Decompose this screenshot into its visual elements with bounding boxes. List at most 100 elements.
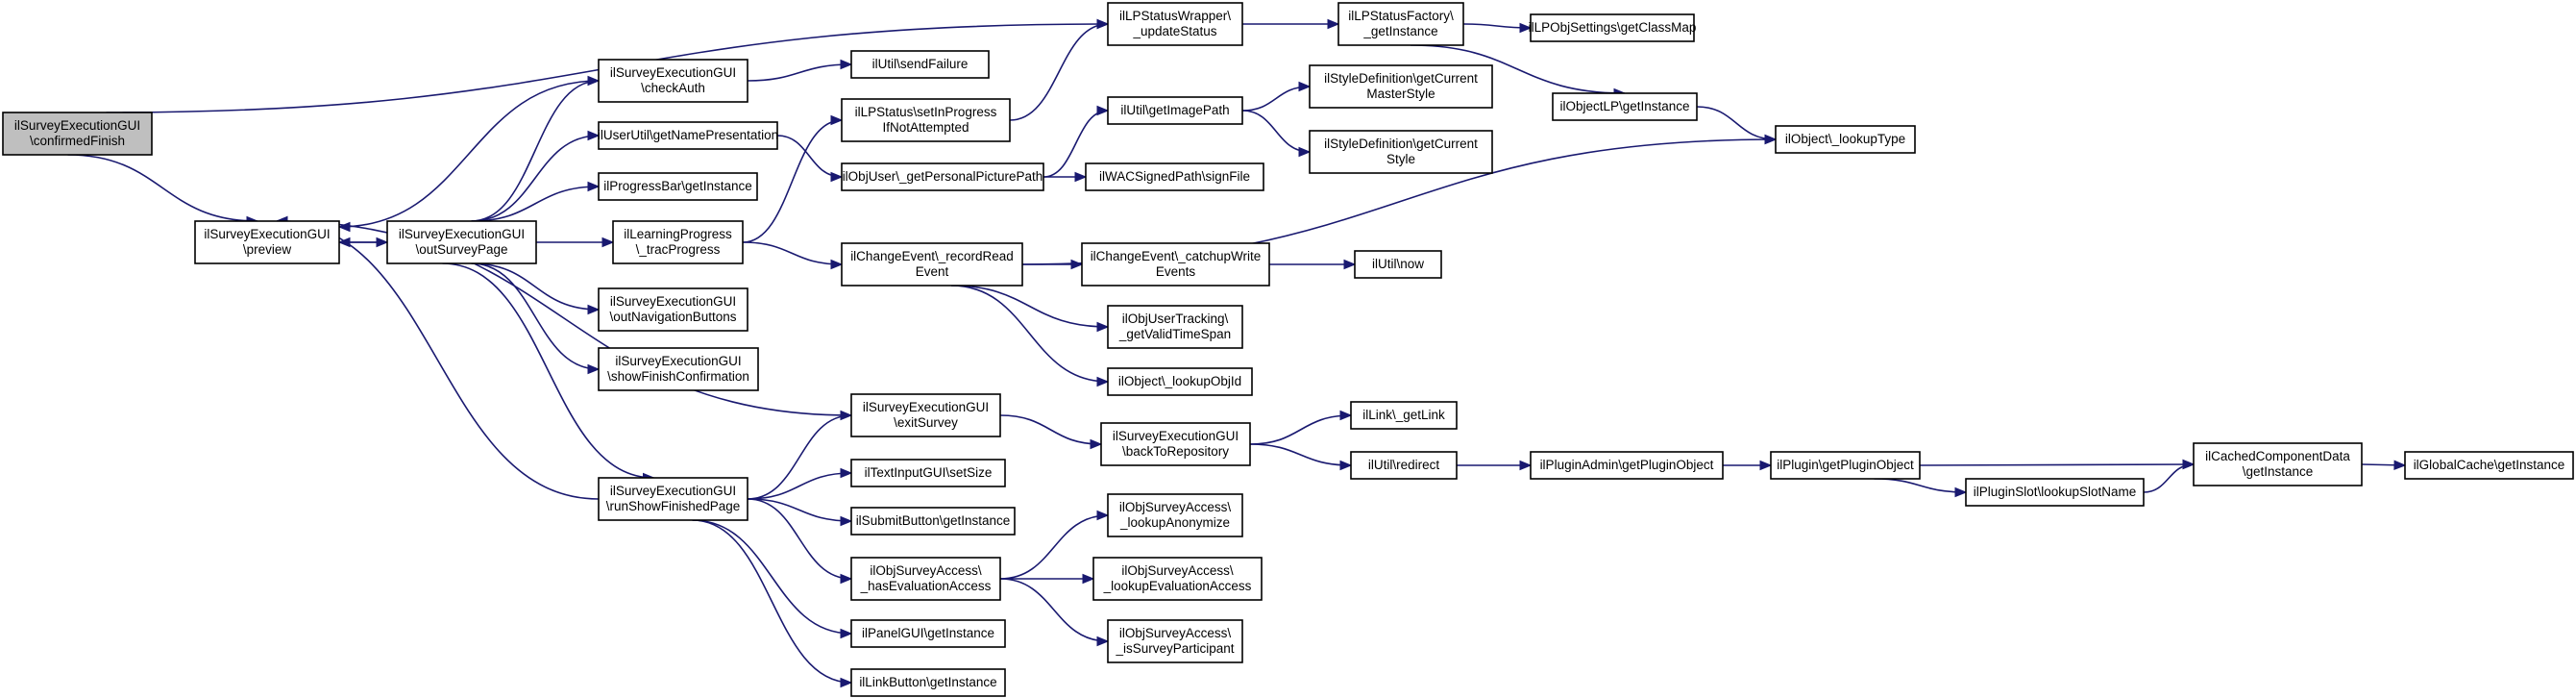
node-label: _getInstance: [1362, 24, 1437, 38]
node-lookupObjId[interactable]: ilObject\_lookupObjId: [1107, 367, 1253, 396]
node-label: ilObjUserTracking\: [1122, 312, 1229, 326]
edge-exitSurvey-to-backToRepository: [999, 414, 1102, 445]
node-exitSurvey[interactable]: ilSurveyExecutionGUI\exitSurvey: [850, 393, 1001, 437]
node-box: [598, 477, 748, 521]
node-preview[interactable]: ilSurveyExecutionGUI\preview: [194, 220, 340, 264]
arrowhead-lookupType: [1764, 134, 1778, 145]
edge-checkAuth-to-preview: [338, 80, 600, 228]
node-box: [1552, 92, 1698, 121]
edge-getNamePresentation-to-personalPicture: [776, 135, 843, 178]
node-label: ilObjSurveyAccess\: [1121, 563, 1234, 578]
node-signFile[interactable]: ilWACSignedPath\signFile: [1085, 162, 1264, 191]
node-updateStatus[interactable]: ilLPStatusWrapper\_updateStatus: [1107, 2, 1243, 46]
node-checkAuth[interactable]: ilSurveyExecutionGUI\checkAuth: [598, 59, 748, 103]
node-pluginGet[interactable]: ilPlugin\getPluginObject: [1770, 451, 1921, 480]
node-label: \exitSurvey: [894, 415, 958, 430]
node-cachedComponentData[interactable]: ilCachedComponentData\getInstance: [2193, 442, 2363, 486]
arrowhead-pluginAdmin: [1519, 460, 1533, 471]
node-personalPicture[interactable]: ilObjUser\_getPersonalPicturePath: [841, 162, 1044, 191]
node-label: MasterStyle: [1366, 87, 1435, 101]
node-box: [850, 557, 1001, 601]
node-label: \checkAuth: [641, 81, 705, 95]
arrowhead-isSurveyParticipant: [1096, 636, 1110, 647]
node-lookupType[interactable]: ilObject\_lookupType: [1775, 125, 1916, 154]
node-globalCache[interactable]: ilGlobalCache\getInstance: [2404, 451, 2574, 480]
node-confirmedFinish[interactable]: ilSurveyExecutionGUI\confirmedFinish: [2, 112, 153, 156]
node-utilNow[interactable]: ilUtil\now: [1354, 250, 1442, 279]
node-hasEvaluationAccess[interactable]: ilObjSurveyAccess\_hasEvaluationAccess: [850, 557, 1001, 601]
arrowhead-updateStatus: [1096, 18, 1110, 30]
node-lookupAnonymize[interactable]: ilObjSurveyAccess\_lookupAnonymize: [1107, 493, 1243, 537]
node-label: ilSurveyExecutionGUI: [610, 294, 736, 309]
node-label: ilObjSurveyAccess\: [1119, 626, 1232, 640]
arrowhead-lookupObjId: [1096, 376, 1110, 387]
node-label: \showFinishConfirmation: [607, 369, 749, 384]
node-label: _isSurveyParticipant: [1115, 641, 1234, 656]
node-box: [1530, 13, 1695, 42]
arrowhead-currentStyle: [1298, 146, 1312, 158]
node-box: [598, 59, 748, 103]
node-box: [1350, 451, 1458, 480]
node-label: ilObject\_lookupType: [1785, 132, 1905, 146]
edge-hasEvaluationAccess-to-isSurveyParticipant: [999, 578, 1109, 642]
node-isSurveyParticipant[interactable]: ilObjSurveyAccess\_isSurveyParticipant: [1107, 619, 1243, 663]
node-lookupSlotName[interactable]: ilPluginSlot\lookupSlotName: [1965, 478, 2145, 507]
node-redirect[interactable]: ilUtil\redirect: [1350, 451, 1458, 480]
node-backToRepository[interactable]: ilSurveyExecutionGUI\backToRepository: [1100, 422, 1251, 466]
node-label: ilLPObjSettings\getClassMap: [1529, 20, 1697, 35]
node-objectLP[interactable]: ilObjectLP\getInstance: [1552, 92, 1698, 121]
node-sendFailure[interactable]: ilUtil\sendFailure: [850, 50, 990, 79]
edge-runShowFinishedPage-to-setSize: [747, 472, 852, 500]
node-tracProgress[interactable]: ilLearningProgress\_tracProgress: [612, 220, 744, 264]
node-box: [1309, 130, 1493, 174]
node-box: [1107, 96, 1243, 125]
edge-exitSurvey-to-preview: [276, 220, 852, 416]
arrowhead-backToRepository: [1090, 438, 1103, 450]
node-label: ilCachedComponentData: [2205, 449, 2350, 463]
node-getClassMap[interactable]: ilLPObjSettings\getClassMap: [1529, 13, 1697, 42]
node-outSurveyPage[interactable]: ilSurveyExecutionGUI\outSurveyPage: [386, 220, 537, 264]
node-getImagePath[interactable]: ilUtil\getImagePath: [1107, 96, 1243, 125]
node-box: [850, 507, 1016, 536]
node-box: [598, 347, 759, 391]
node-runShowFinishedPage[interactable]: ilSurveyExecutionGUI\runShowFinishedPage: [598, 477, 748, 521]
arrowhead-submitButton: [840, 515, 853, 527]
arrowhead-panelGUI: [840, 628, 853, 639]
node-getNamePresentation[interactable]: ilUserUtil\getNamePresentation: [598, 121, 778, 150]
node-submitButton[interactable]: ilSubmitButton\getInstance: [850, 507, 1016, 536]
node-label: IfNotAttempted: [882, 120, 969, 135]
node-label: ilSurveyExecutionGUI: [14, 118, 140, 133]
edge-pluginGet-to-cachedComponentData: [1919, 463, 2195, 466]
node-label: \backToRepository: [1122, 444, 1229, 459]
node-showFinishConfirmation[interactable]: ilSurveyExecutionGUI\showFinishConfirmat…: [598, 347, 759, 391]
node-label: ilUtil\sendFailure: [872, 57, 969, 71]
edge-outSurveyPage-to-outNavigationButtons: [471, 262, 600, 311]
node-panelGUI[interactable]: ilPanelGUI\getInstance: [850, 619, 1006, 648]
node-getLink[interactable]: ilLink\_getLink: [1350, 401, 1458, 430]
node-label: ilGlobalCache\getInstance: [2414, 458, 2565, 472]
arrowhead-setSize: [840, 467, 853, 479]
node-label: ilSubmitButton\getInstance: [856, 513, 1011, 528]
node-box: [841, 162, 1044, 191]
node-label: ilSurveyExecutionGUI: [610, 484, 736, 498]
node-box: [1100, 422, 1251, 466]
node-lpStatusFactory[interactable]: ilLPStatusFactory\_getInstance: [1337, 2, 1464, 46]
node-box: [598, 121, 778, 150]
node-pluginAdmin[interactable]: ilPluginAdmin\getPluginObject: [1530, 451, 1724, 480]
node-getValidTimeSpan[interactable]: ilObjUserTracking\_getValidTimeSpan: [1107, 305, 1243, 349]
node-linkButton[interactable]: ilLinkButton\getInstance: [850, 668, 1006, 697]
node-label: ilProgressBar\getInstance: [603, 179, 752, 193]
node-outNavigationButtons[interactable]: ilSurveyExecutionGUI\outNavigationButton…: [598, 287, 748, 332]
node-setSize[interactable]: ilTextInputGUI\setSize: [850, 459, 1006, 487]
node-progressBar[interactable]: ilProgressBar\getInstance: [598, 172, 758, 201]
arrowhead-recordReadEvent: [830, 259, 844, 270]
edge-lookupSlotName-to-cachedComponentData: [2143, 463, 2195, 493]
node-box: [850, 50, 990, 79]
node-lookupEvaluationAccess[interactable]: ilObjSurveyAccess\_lookupEvaluationAcces…: [1092, 557, 1263, 601]
